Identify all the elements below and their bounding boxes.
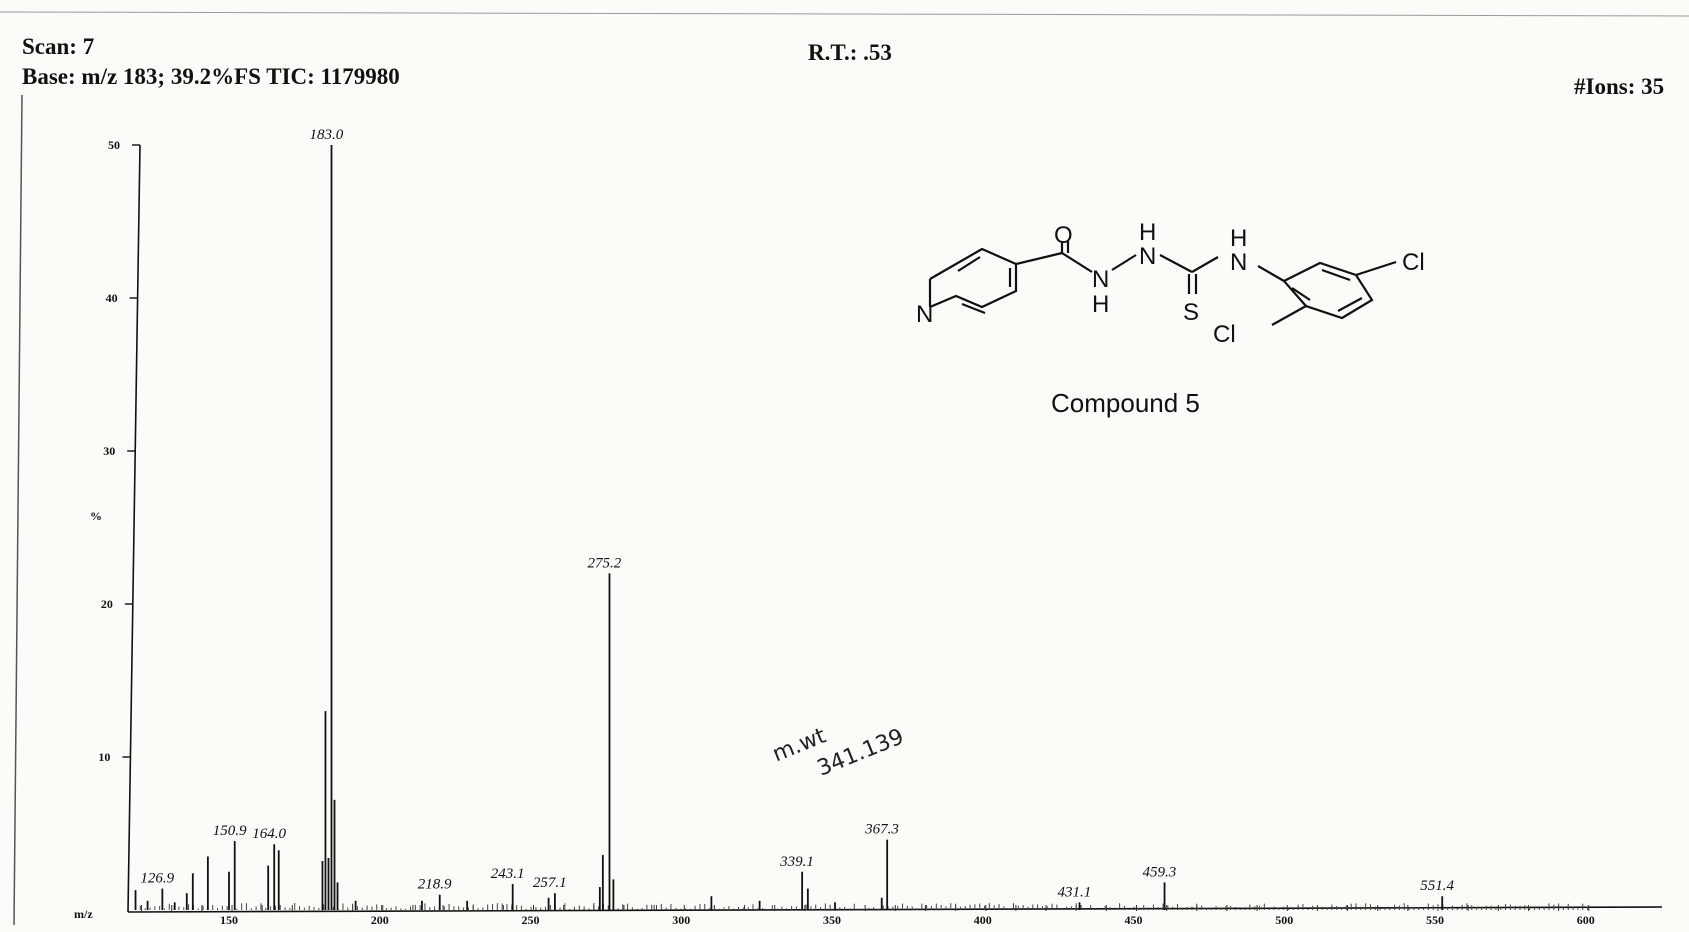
baseline-noise xyxy=(135,903,1589,910)
c-cl-bond xyxy=(1355,260,1397,277)
n-aryl-bond xyxy=(1257,265,1285,282)
x-tick-label: 600 xyxy=(1577,913,1595,927)
frame-top-edge xyxy=(0,11,1689,17)
frame-left-edge xyxy=(13,94,23,926)
chemical-structure xyxy=(928,241,1397,326)
atom-s: S xyxy=(1183,299,1199,326)
n-c-bond xyxy=(1159,254,1193,273)
c-n-bond xyxy=(1061,252,1093,273)
base-peak-info: Base: m/z 183; 39.2%FS TIC: 1179980 xyxy=(22,64,400,89)
c-cl-bond-2 xyxy=(1271,305,1307,326)
y-ticks: 10 20 30 40 50 xyxy=(98,138,140,764)
ring-double-bond xyxy=(957,256,981,272)
phenyl-double-bond xyxy=(1291,287,1311,301)
peak-label: 243.1 xyxy=(491,866,525,882)
peak-label: 126.9 xyxy=(140,871,174,887)
peak-label: 551.4 xyxy=(1420,878,1454,894)
c-n-bond-2 xyxy=(1191,256,1219,273)
peak-label: 275.2 xyxy=(587,555,621,571)
peak-label: 339.1 xyxy=(779,854,814,870)
n-n-bond xyxy=(1111,254,1137,271)
handwritten-note: m.wt 341.139 xyxy=(769,723,908,781)
y-tick-label: 40 xyxy=(106,291,118,305)
x-tick-label: 250 xyxy=(522,913,540,927)
atom-n-1: N xyxy=(1092,266,1109,293)
atom-cl-2: Cl xyxy=(1213,321,1236,348)
atom-h-2: H xyxy=(1139,219,1156,246)
y-tick-label: 50 xyxy=(108,138,120,152)
peak-label: 367.3 xyxy=(864,822,899,838)
peak-label: 431.1 xyxy=(1058,884,1092,900)
y-tick-label: 30 xyxy=(103,444,115,458)
atom-h-3: H xyxy=(1230,225,1247,252)
scan-number: Scan: 7 xyxy=(22,34,95,59)
x-tick-label: 450 xyxy=(1125,913,1143,927)
y-tick-label: 10 xyxy=(98,750,110,764)
y-axis-line xyxy=(127,144,141,913)
peak-label: 164.0 xyxy=(252,826,286,842)
ion-count: #Ions: 35 xyxy=(1574,74,1665,99)
atom-n-3: N xyxy=(1230,249,1247,276)
peak-label: 150.9 xyxy=(213,823,247,839)
peak-label: 257.1 xyxy=(533,875,567,891)
x-tick-label: 550 xyxy=(1426,913,1444,927)
peak-series xyxy=(134,145,1444,910)
y-tick-label: 20 xyxy=(101,597,113,611)
atom-n-2: N xyxy=(1139,243,1156,270)
x-tick-label: 350 xyxy=(823,913,841,927)
carbonyl-bond xyxy=(1015,251,1063,266)
peak-label: 218.9 xyxy=(418,877,452,893)
x-tick-label: 400 xyxy=(974,913,992,927)
atom-h-1: H xyxy=(1092,291,1109,318)
peak-label: 183.0 xyxy=(309,127,343,143)
x-tick-label: 300 xyxy=(672,913,690,927)
x-tick-label: 500 xyxy=(1275,913,1293,927)
phenyl-double-bond xyxy=(1337,297,1363,312)
atom-n-pyridine: N xyxy=(916,301,933,328)
x-tick-label: 150 xyxy=(220,913,238,927)
structure-atoms: N O N H N H S N H Cl Cl xyxy=(916,219,1425,348)
peak-label: 459.3 xyxy=(1143,864,1177,880)
compound-caption: Compound 5 xyxy=(1051,388,1200,418)
handwritten-note-line-2: 341.139 xyxy=(814,724,908,781)
x-tick-label: 200 xyxy=(371,913,389,927)
atom-o: O xyxy=(1054,222,1073,249)
ring-double-bond xyxy=(961,302,986,315)
x-ticks: 150 200 250 300 350 400 450 500 550 600 xyxy=(141,905,1595,927)
x-axis-label: m/z xyxy=(74,907,93,921)
peak-labels: 126.9 150.9 164.0 183.0 218.9 243.1 257.1 275.2… xyxy=(140,127,1454,900)
atom-cl-1: Cl xyxy=(1402,249,1425,276)
y-axis-label: % xyxy=(90,509,102,523)
phenyl-double-bond xyxy=(1321,268,1351,282)
pyridine-ring xyxy=(929,247,1018,309)
retention-time: R.T.: .53 xyxy=(808,40,892,65)
